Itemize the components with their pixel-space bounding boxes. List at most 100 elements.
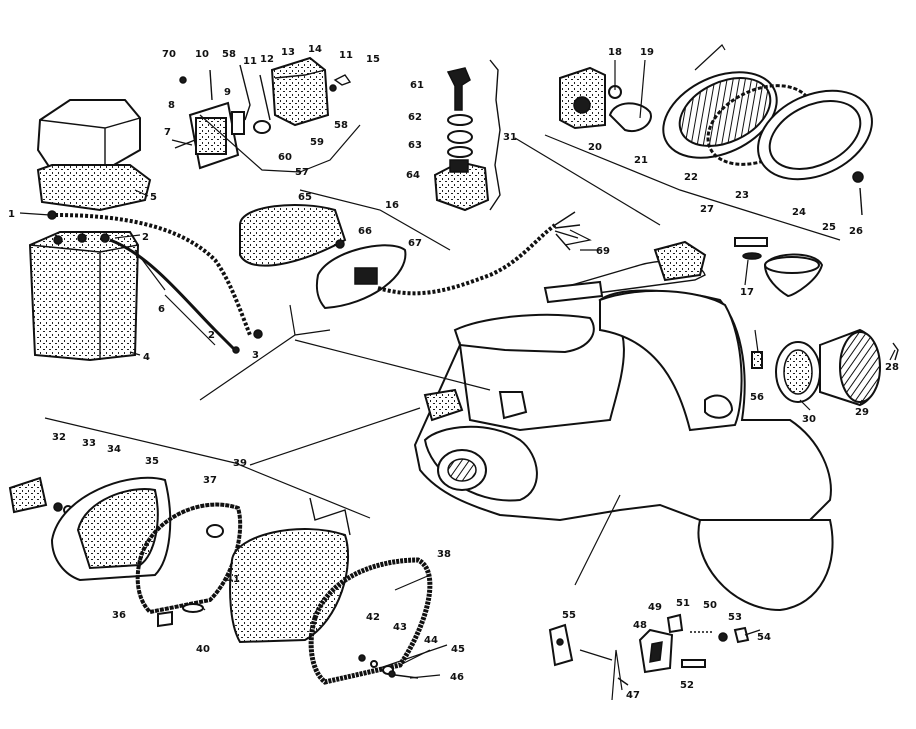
callout-11: 11 [339, 50, 353, 61]
regulator-bracket [174, 101, 240, 170]
callout-25: 25 [822, 222, 836, 233]
callout-65: 65 [298, 192, 312, 203]
regulator-small-parts [179, 64, 352, 135]
callout-3: 3 [252, 350, 259, 361]
callout-11: 11 [243, 56, 257, 67]
callout-39: 39 [233, 458, 247, 469]
ignition-key [446, 67, 471, 111]
callout-59: 59 [310, 137, 324, 148]
callout-66: 66 [358, 226, 372, 237]
callout-17: 17 [740, 287, 754, 298]
callout-50: 50 [703, 600, 717, 611]
battery-cables [47, 210, 263, 354]
horn [819, 328, 881, 407]
callout-37: 37 [203, 475, 217, 486]
callout-60: 60 [278, 152, 292, 163]
switch-bracket [548, 623, 574, 667]
headlamp-lens [662, 71, 778, 159]
ignition-bracket-line [489, 59, 501, 211]
callout-20: 20 [588, 142, 602, 153]
callout-45: 45 [451, 644, 465, 655]
headlamp-bulbs [608, 85, 652, 133]
callout-58: 58 [222, 49, 236, 60]
battery-tray [36, 164, 152, 212]
callout-8: 8 [168, 100, 175, 111]
callout-24: 24 [792, 207, 806, 218]
callout-35: 35 [145, 456, 159, 467]
callout-42: 42 [366, 612, 380, 623]
callout-31: 31 [503, 132, 517, 143]
callout-54: 54 [757, 632, 771, 643]
callout-49: 49 [648, 602, 662, 613]
flywheel-cover [50, 476, 172, 582]
callout-33: 33 [82, 438, 96, 449]
speedometer-lamp [734, 237, 824, 298]
callout-15: 15 [366, 54, 380, 65]
callout-9: 9 [224, 87, 231, 98]
callout-10: 10 [195, 49, 209, 60]
callout-32: 32 [52, 432, 66, 443]
callout-53: 53 [728, 612, 742, 623]
callout-labels: 1 2 2 3 4 5 6 7 8 9 10 11 11 12 13 14 15… [8, 44, 899, 701]
callout-1: 1 [8, 209, 15, 220]
callout-69: 69 [596, 246, 610, 257]
callout-67: 67 [408, 238, 422, 249]
callout-18: 18 [608, 47, 622, 58]
horn-bolt-and-small-parts [704, 342, 899, 419]
callout-38: 38 [437, 549, 451, 560]
battery [28, 231, 140, 362]
callout-28: 28 [885, 362, 899, 373]
coil-connector [8, 476, 48, 514]
tail-lamp-lens [239, 204, 347, 267]
contact-small-parts [617, 626, 750, 686]
callout-16: 16 [385, 200, 399, 211]
tail-lamp-wiring [377, 211, 581, 296]
callout-41: 41 [226, 574, 240, 585]
callout-21: 21 [634, 155, 648, 166]
callout-27: 27 [700, 204, 714, 215]
battery-cover [36, 99, 141, 172]
callout-12: 12 [260, 54, 274, 65]
headlamp-rim [757, 89, 873, 216]
callout-47: 47 [626, 690, 640, 701]
callout-56: 56 [750, 392, 764, 403]
callout-7: 7 [164, 127, 171, 138]
callout-70: 70 [162, 49, 176, 60]
callout-19: 19 [640, 47, 654, 58]
callout-29: 29 [855, 407, 869, 418]
callout-30: 30 [802, 414, 816, 425]
callout-46: 46 [450, 672, 464, 683]
callout-40: 40 [196, 644, 210, 655]
callout-51: 51 [676, 598, 690, 609]
callout-43: 43 [393, 622, 407, 633]
headlamp-housing [559, 66, 606, 130]
leader-lines [19, 44, 896, 701]
horn-switch-connector [423, 388, 528, 422]
callout-23: 23 [735, 190, 749, 201]
callout-2: 2 [208, 330, 215, 341]
scooter-engine-cover [423, 425, 538, 502]
callout-52: 52 [680, 680, 694, 691]
callout-63: 63 [408, 140, 422, 151]
callout-57: 57 [295, 167, 309, 178]
callout-34: 34 [107, 444, 121, 455]
callout-4: 4 [143, 352, 150, 363]
callout-5: 5 [150, 192, 157, 203]
callout-62: 62 [408, 112, 422, 123]
ignition-switch-body [433, 159, 490, 212]
magneto-gasket [135, 502, 243, 615]
callout-36: 36 [112, 610, 126, 621]
regulator-box [270, 56, 330, 127]
callout-2: 2 [142, 232, 149, 243]
callout-6: 6 [158, 304, 165, 315]
horn-gasket [775, 341, 821, 403]
ignition-washers [447, 114, 473, 158]
callout-61: 61 [410, 80, 424, 91]
stator-small-parts [157, 603, 419, 679]
tail-lamp-body [315, 239, 407, 310]
callout-48: 48 [633, 620, 647, 631]
handlebar-switch [653, 240, 707, 282]
callout-44: 44 [424, 635, 438, 646]
